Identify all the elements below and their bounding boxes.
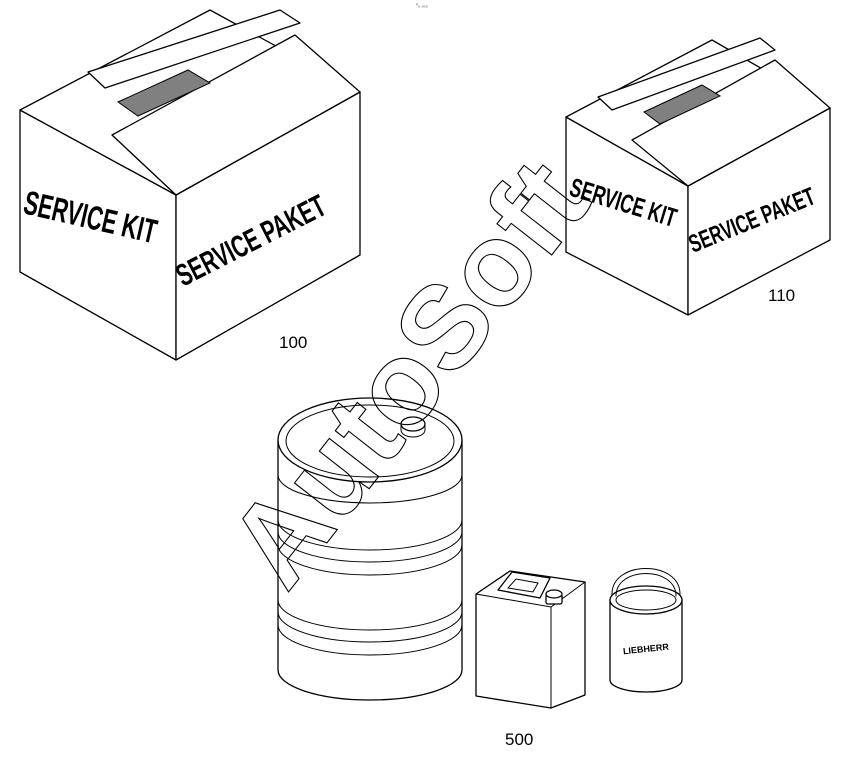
paint-can: LIEBHERR [609,568,683,693]
paint-can-label: LIEBHERR [622,642,669,657]
part-number-110: 110 [768,286,796,305]
box-large-tape [116,69,212,117]
service-box-large: SERVICE KIT SERVICE PAKET [19,9,361,361]
corner-mark: ⁰₀ ₀₀₀ [416,3,428,9]
part-number-500: 500 [505,730,534,749]
box-small-tape [643,84,722,125]
part-number-100: 100 [279,333,308,352]
box-large-flap-back [87,9,301,89]
box-small-flap-back [597,37,776,111]
oil-drum [277,397,463,701]
service-box-small: SERVICE KIT SERVICE PAKET [565,37,831,316]
box-small-flap-right [631,59,831,187]
jerrycan [475,570,586,709]
jerrycan-cap [545,589,563,599]
